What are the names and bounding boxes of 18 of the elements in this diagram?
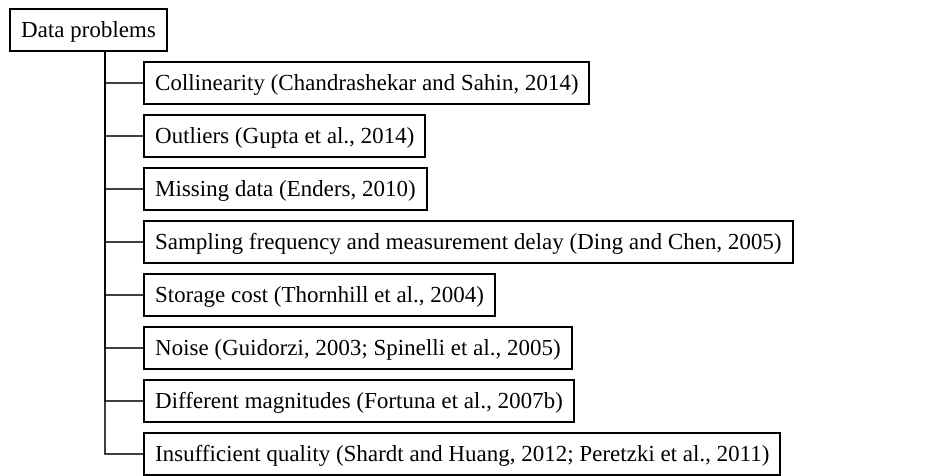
node-text: Storage cost (Thornhill et al., 2004) (155, 282, 484, 308)
node-text: Different magnitudes (Fortuna et al., 2007b) (155, 388, 563, 414)
item-box (143, 432, 782, 476)
node-text: Sampling frequency and measurement delay (Ding and Chen, 2005) (155, 229, 782, 255)
node-text: Collinearity (Chandrashekar and Sahin, 2014) (155, 70, 578, 96)
item-box (143, 61, 590, 105)
item-box (143, 167, 428, 211)
node-text: Insufficient quality (Shardt and Huang, 2012; Peretzki et al., 2011) (155, 441, 770, 467)
root-box (9, 8, 168, 52)
item-box (143, 326, 573, 370)
item-box (143, 114, 426, 158)
item-box (143, 220, 794, 264)
node-text: Data problems (21, 17, 156, 43)
node-text: Missing data (Enders, 2010) (155, 176, 416, 202)
node-text: Noise (Guidorzi, 2003; Spinelli et al., 2005) (155, 335, 561, 361)
node-text: Outliers (Gupta et al., 2014) (155, 123, 414, 149)
item-box (143, 379, 575, 423)
item-box (143, 273, 496, 317)
